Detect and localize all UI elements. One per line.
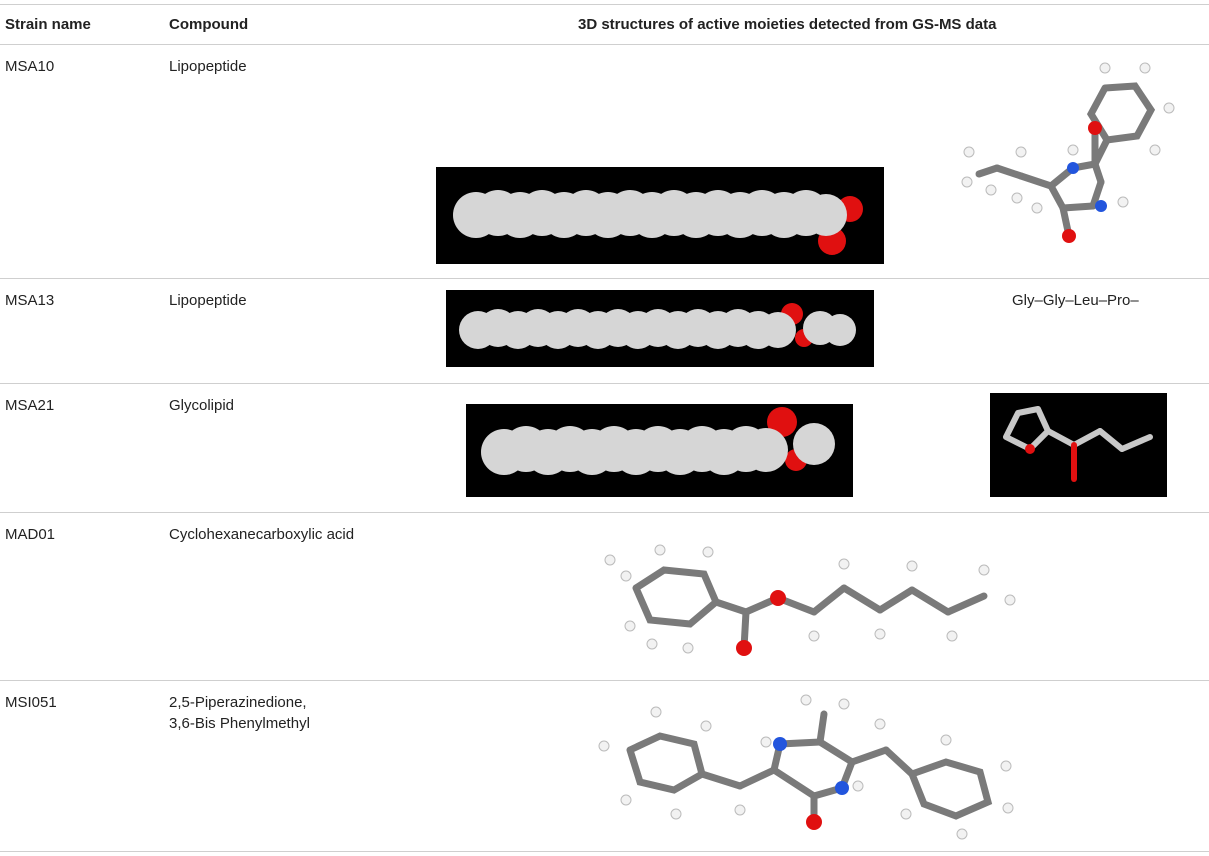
row-1-strain: MSA10 — [5, 58, 55, 75]
row-5-piperazinedione-model — [590, 690, 1030, 842]
row-rule-4 — [0, 680, 1209, 681]
row-3-compound: Glycolipid — [169, 397, 235, 414]
row-2-peptide-sequence: Gly–Gly–Leu–Pro– — [1012, 292, 1139, 309]
row-1-cyclic-peptide-model — [955, 58, 1187, 250]
row-rule-3 — [0, 512, 1209, 513]
row-rule-1 — [0, 278, 1209, 279]
row-5-compound-line-1: 2,5-Piperazinedione, — [169, 694, 307, 711]
row-4-ester-model — [600, 540, 1030, 666]
table-top-rule — [0, 4, 1209, 5]
row-3-furan-ring-model — [990, 393, 1167, 497]
header-rule — [0, 44, 1209, 45]
row-2-strain: MSA13 — [5, 292, 55, 309]
row-2-fatty-chain-model — [446, 290, 874, 367]
row-3-fatty-chain-model — [466, 404, 853, 497]
row-1-compound: Lipopeptide — [169, 58, 247, 75]
row-2-compound: Lipopeptide — [169, 292, 247, 309]
header-structures: 3D structures of active moieties detecte… — [578, 16, 997, 33]
row-5-strain: MSI051 — [5, 694, 57, 711]
header-compound: Compound — [169, 16, 249, 33]
header-strain-name: Strain name — [5, 16, 91, 33]
row-5-compound-line-2: 3,6-Bis Phenylmethyl — [169, 715, 310, 732]
row-rule-2 — [0, 383, 1209, 384]
table-bottom-rule — [0, 851, 1209, 852]
row-4-compound: Cyclohexanecarboxylic acid — [169, 526, 355, 543]
row-3-strain: MSA21 — [5, 397, 55, 414]
row-1-fatty-chain-model — [436, 167, 884, 264]
row-4-strain: MAD01 — [5, 526, 56, 543]
